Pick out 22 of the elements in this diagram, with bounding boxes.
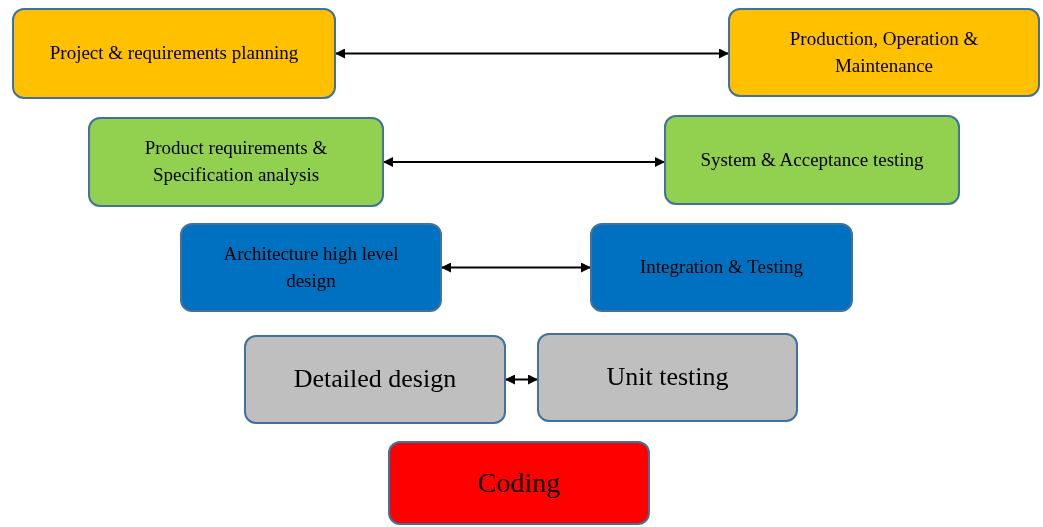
box-label: Architecture high level design: [222, 241, 400, 293]
box-label: Production, Operation & Maintenance: [788, 26, 980, 78]
process-box: [244, 335, 506, 424]
box-label: Unit testing: [605, 361, 730, 394]
process-box: [537, 333, 798, 422]
process-box: [180, 223, 442, 312]
box-label: Product requirements & Specification analysis: [143, 136, 329, 187]
process-box: [88, 117, 384, 207]
process-box: [664, 115, 960, 205]
double-arrow: [441, 262, 591, 273]
box-label: Integration & Testing: [639, 255, 804, 280]
box-label: System & Acceptance testing: [699, 147, 925, 172]
double-arrow: [383, 157, 665, 167]
process-box: [590, 223, 853, 312]
double-arrow: [335, 48, 729, 59]
process-box: [388, 441, 650, 525]
process-box: [728, 8, 1040, 97]
process-box: [12, 8, 336, 99]
box-label: Coding: [476, 466, 562, 501]
box-label: Detailed design: [292, 363, 458, 396]
double-arrow: [505, 374, 538, 385]
box-label: Project & requirements planning: [48, 41, 300, 66]
